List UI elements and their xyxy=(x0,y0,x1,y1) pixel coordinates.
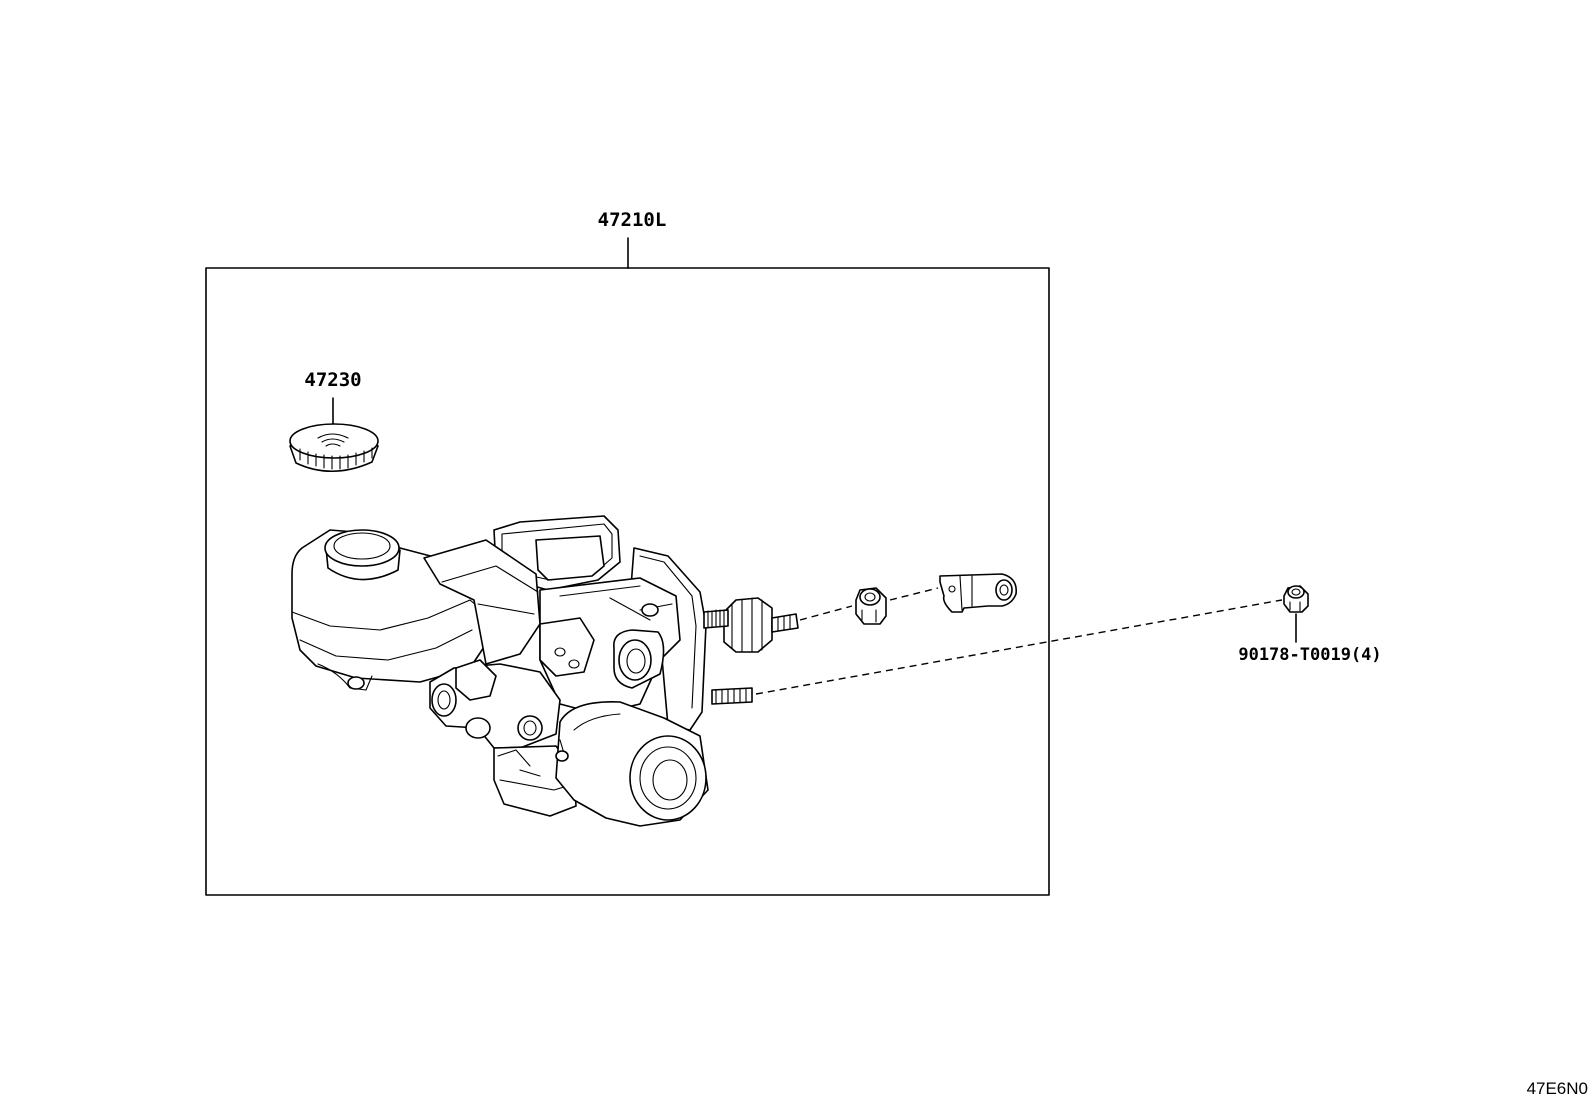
diagram-code: 47E6N0 xyxy=(1527,1079,1588,1098)
mounting-nut-callout: 90178-T0019(4) xyxy=(1238,613,1382,665)
reservoir-cap-icon[interactable] xyxy=(289,423,379,473)
assembly-path-lower-stud-to-mounting-nut xyxy=(755,599,1283,695)
clevis-icon[interactable] xyxy=(939,573,1018,613)
reservoir-cap-callout: 47230 xyxy=(304,369,362,429)
reservoir-cap-part-number[interactable]: 47230 xyxy=(304,369,361,391)
lock-nut-icon[interactable] xyxy=(855,587,887,625)
mounting-nut-part-number[interactable]: 90178-T0019(4) xyxy=(1238,645,1381,665)
assembly-part-number[interactable]: 47210L xyxy=(598,209,667,231)
assembly-path-upper-stud-to-nut xyxy=(799,605,853,621)
brake-booster-assembly-icon[interactable] xyxy=(291,515,799,827)
assembly-callout: 47210L xyxy=(598,209,667,269)
assembly-path-nut-to-clevis xyxy=(889,587,939,601)
mounting-nut-icon[interactable] xyxy=(1283,585,1309,613)
assembly-group-frame xyxy=(205,267,1050,896)
